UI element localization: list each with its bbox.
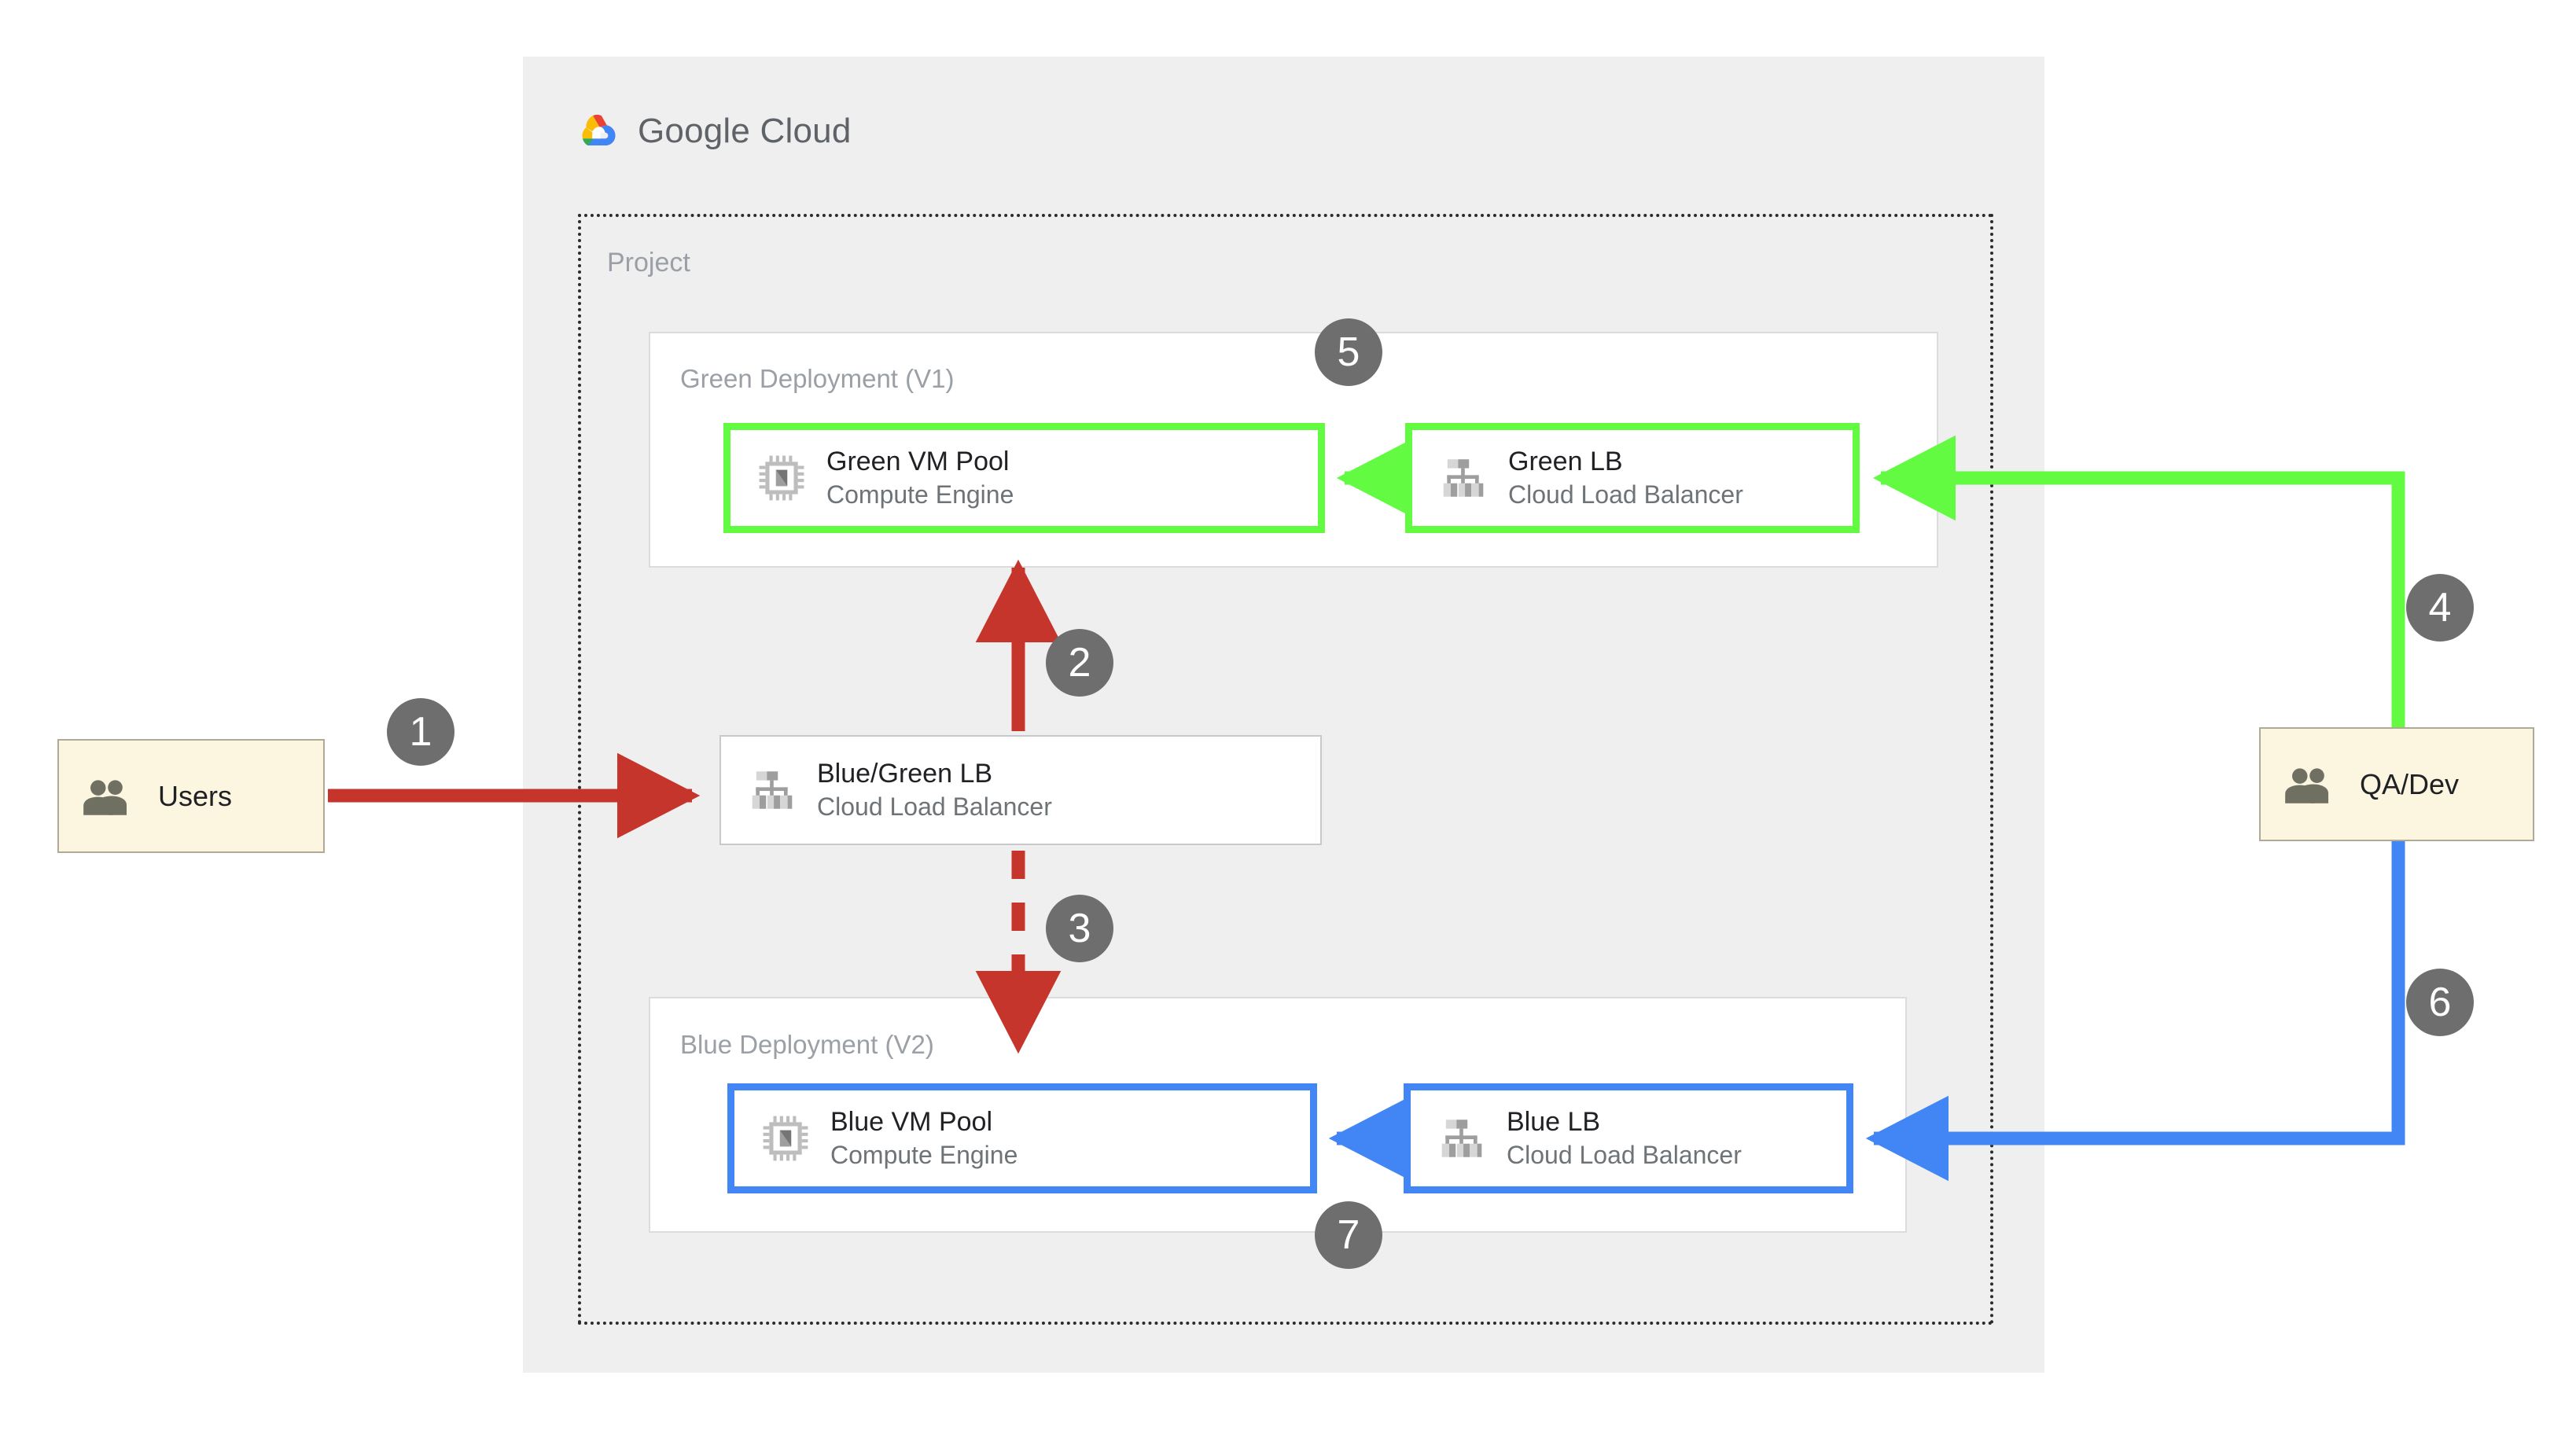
load-balancer-icon	[1443, 459, 1484, 497]
node-blue-vm-pool[interactable]: Blue VM Pool Compute Engine	[727, 1083, 1317, 1193]
load-balancer-icon	[752, 771, 793, 809]
actor-users[interactable]: Users	[57, 739, 325, 853]
people-icon	[83, 779, 127, 815]
google-cloud-wordmark: Google Cloud	[638, 112, 852, 151]
node-subtitle: Compute Engine	[830, 1141, 1018, 1170]
project-container	[578, 214, 1993, 1325]
green-deployment-label: Green Deployment (V1)	[680, 364, 955, 393]
actor-qadev-label: QA/Dev	[2360, 767, 2460, 800]
node-bluegreen-lb[interactable]: Blue/Green LB Cloud Load Balancer	[719, 735, 1322, 845]
actor-users-label: Users	[158, 779, 233, 812]
node-title: Blue LB	[1507, 1106, 1601, 1137]
node-green-lb-text: Green LB Cloud Load Balancer	[1508, 445, 1743, 511]
blue-deployment-label: Blue Deployment (V2)	[680, 1030, 934, 1059]
people-icon	[2285, 767, 2329, 803]
node-subtitle: Cloud Load Balancer	[1507, 1141, 1742, 1170]
node-blue-lb-text: Blue LB Cloud Load Balancer	[1507, 1105, 1742, 1171]
cpu-chip-icon	[759, 455, 804, 501]
node-green-vm-pool[interactable]: Green VM Pool Compute Engine	[723, 423, 1325, 533]
node-blue-vm-pool-text: Blue VM Pool Compute Engine	[830, 1105, 1018, 1171]
node-green-lb[interactable]: Green LB Cloud Load Balancer	[1405, 423, 1860, 533]
node-bluegreen-lb-text: Blue/Green LB Cloud Load Balancer	[817, 757, 1052, 823]
wordmark-google: Google	[638, 112, 751, 150]
google-cloud-logo-icon	[582, 114, 616, 145]
node-subtitle: Compute Engine	[826, 480, 1014, 509]
actor-qadev[interactable]: QA/Dev	[2259, 727, 2534, 841]
node-subtitle: Cloud Load Balancer	[817, 792, 1052, 822]
node-title: Blue VM Pool	[830, 1106, 992, 1137]
google-cloud-logo: Google Cloud	[578, 106, 852, 156]
node-blue-lb[interactable]: Blue LB Cloud Load Balancer	[1404, 1083, 1853, 1193]
node-green-vm-pool-text: Green VM Pool Compute Engine	[826, 445, 1014, 511]
project-label: Project	[607, 248, 690, 278]
node-subtitle: Cloud Load Balancer	[1508, 480, 1743, 509]
node-title: Green LB	[1508, 446, 1623, 476]
wordmark-cloud: Cloud	[760, 112, 852, 150]
node-title: Green VM Pool	[826, 446, 1010, 476]
step-badge-7: 7	[1315, 1201, 1382, 1269]
step-badge-1: 1	[387, 698, 454, 766]
step-badge-5: 5	[1315, 318, 1382, 386]
node-title: Blue/Green LB	[817, 758, 993, 789]
cpu-chip-icon	[763, 1116, 808, 1161]
step-badge-3: 3	[1046, 895, 1113, 962]
step-badge-6: 6	[2406, 969, 2474, 1036]
step-badge-4: 4	[2406, 574, 2474, 642]
step-badge-2: 2	[1046, 629, 1113, 697]
load-balancer-icon	[1441, 1120, 1482, 1157]
